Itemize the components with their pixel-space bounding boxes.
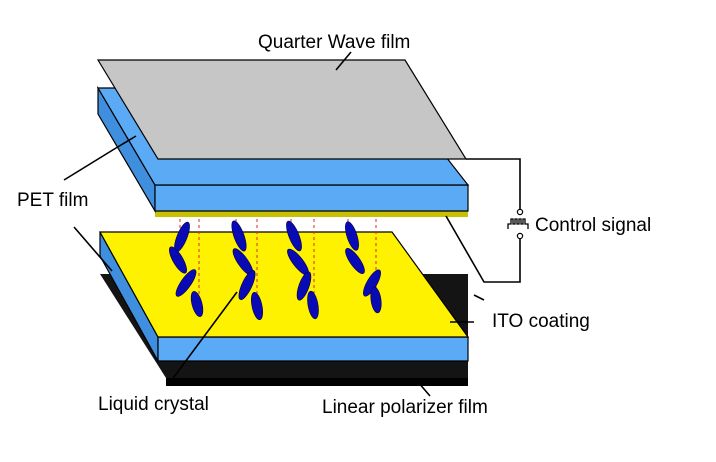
ito-coating-label: ITO coating bbox=[492, 311, 590, 332]
pet-film-label: PET film bbox=[17, 190, 88, 211]
control-signal-label: Control signal bbox=[535, 215, 651, 236]
signal-source-icon bbox=[507, 208, 529, 240]
quarter-wave-film bbox=[96, 59, 468, 160]
lower-pet-film bbox=[99, 231, 469, 362]
quarter-wave-film-label: Quarter Wave film bbox=[258, 32, 410, 53]
control-circuit bbox=[445, 158, 521, 283]
leader-lines bbox=[63, 51, 485, 397]
liquid-crystal-molecules bbox=[169, 220, 382, 321]
linear-polarizer-film-label: Linear polarizer film bbox=[322, 397, 488, 418]
ito-coating-layer bbox=[98, 231, 470, 338]
liquid-crystal-label: Liquid crystal bbox=[98, 394, 209, 415]
